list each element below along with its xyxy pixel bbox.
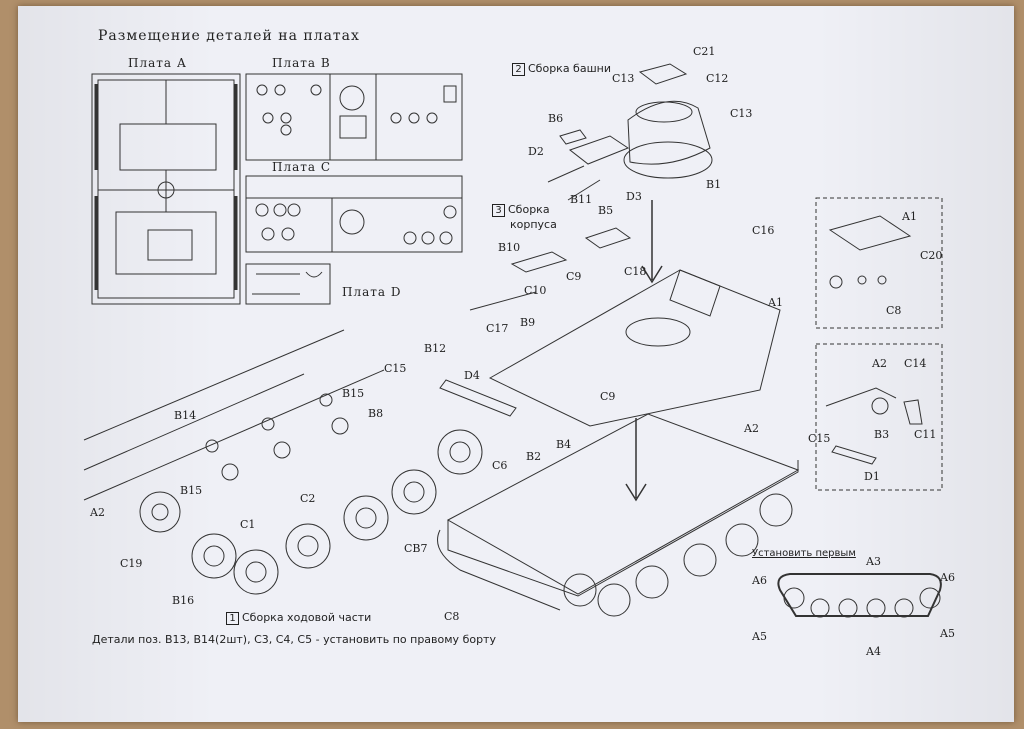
detail-insets <box>815 197 943 491</box>
part-label: C6 <box>492 459 508 472</box>
track-diagram <box>777 573 942 618</box>
step-1-text: Сборка ходовой части <box>242 611 372 624</box>
part-label: A6 <box>752 574 767 587</box>
part-label: B3 <box>874 428 890 441</box>
running-gear-drawing <box>83 329 483 595</box>
plate-d-label: Плата D <box>342 285 402 299</box>
part-label: B1 <box>706 178 722 191</box>
part-label: B16 <box>172 594 195 607</box>
part-label: A5 <box>752 630 767 643</box>
part-label: CB7 <box>404 542 428 555</box>
part-label: B9 <box>520 316 536 329</box>
part-label: C12 <box>706 72 729 85</box>
part-label: C10 <box>524 284 547 297</box>
part-label: B15 <box>342 387 365 400</box>
step-2-text: Сборка башни <box>528 62 611 75</box>
part-label: B5 <box>598 204 614 217</box>
part-label: C15 <box>384 362 407 375</box>
part-label: C8 <box>444 610 460 623</box>
part-label: D4 <box>464 369 480 382</box>
part-label: A3 <box>866 555 881 568</box>
part-label: C13 <box>730 107 753 120</box>
part-label: A2 <box>872 357 887 370</box>
inset-details <box>825 215 923 465</box>
step-3-number: 3 <box>492 204 505 217</box>
right-side-note: Детали поз. B13, B14(2шт), C3, C4, C5 - … <box>92 633 496 646</box>
part-label: C2 <box>300 492 316 505</box>
part-label: A1 <box>768 296 783 309</box>
part-label: C1 <box>240 518 256 531</box>
part-label: A4 <box>866 645 881 658</box>
part-label: C21 <box>693 45 716 58</box>
plate-b-label: Плата B <box>272 56 331 70</box>
step-1-number: 1 <box>226 612 239 625</box>
plate-c-label: Плата C <box>272 160 332 174</box>
step-3-text: Сборка <box>508 203 550 216</box>
step-2-number: 2 <box>512 63 525 76</box>
part-label: D1 <box>864 470 880 483</box>
part-label: B14 <box>174 409 197 422</box>
install-first-note: Установить первым <box>752 548 856 559</box>
part-label: B10 <box>498 241 521 254</box>
part-label: C9 <box>600 390 616 403</box>
part-label: B6 <box>548 112 564 125</box>
page-title: Размещение деталей на платах <box>98 28 360 44</box>
plate-b-sprue <box>245 73 463 161</box>
part-label: A2 <box>744 422 759 435</box>
part-label: B11 <box>570 193 593 206</box>
part-label: C15 <box>808 432 831 445</box>
plate-d-sprue <box>245 263 331 305</box>
part-label: C14 <box>904 357 927 370</box>
part-label: A1 <box>902 210 917 223</box>
part-label: D2 <box>528 145 544 158</box>
part-label: D3 <box>626 190 642 203</box>
hull-lower-drawing <box>437 413 800 617</box>
part-label: C13 <box>612 72 635 85</box>
part-label: C16 <box>752 224 775 237</box>
part-label: B4 <box>556 438 572 451</box>
part-label: C18 <box>624 265 647 278</box>
step-3-text-line2: корпуса <box>510 218 557 231</box>
plate-a-sprue <box>91 73 241 305</box>
assembly-arrows <box>625 200 663 502</box>
part-label: A2 <box>90 506 105 519</box>
part-label: B8 <box>368 407 384 420</box>
part-label: B2 <box>526 450 542 463</box>
plate-c-sprue <box>245 175 463 253</box>
part-label: B15 <box>180 484 203 497</box>
part-label: C11 <box>914 428 937 441</box>
part-label: C8 <box>886 304 902 317</box>
part-label: C19 <box>120 557 143 570</box>
part-label: C9 <box>566 270 582 283</box>
part-label: C20 <box>920 249 943 262</box>
hull-upper-drawing <box>439 227 781 427</box>
turret-drawing <box>547 63 713 201</box>
plate-a-label: Плата А <box>128 56 187 70</box>
part-label: A5 <box>940 627 955 640</box>
part-label: A6 <box>940 571 955 584</box>
part-label: B12 <box>424 342 447 355</box>
part-label: C17 <box>486 322 509 335</box>
